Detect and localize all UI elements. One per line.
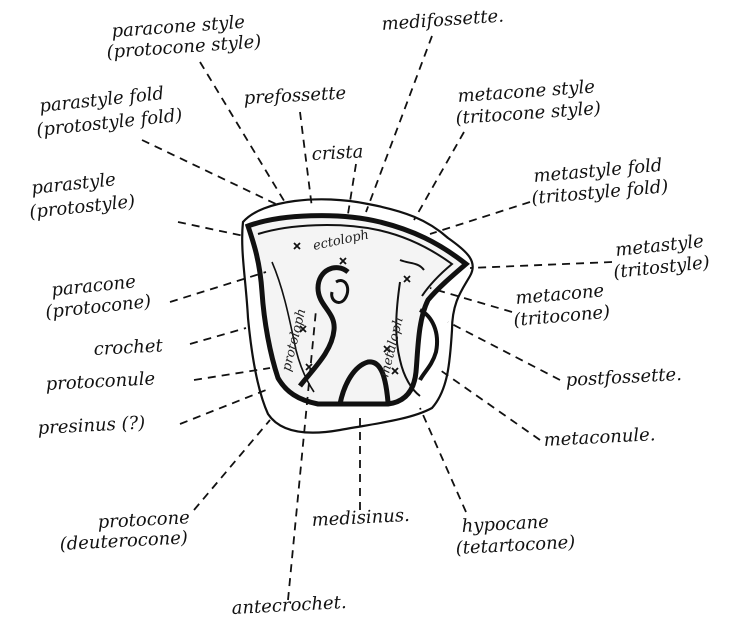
leader-line <box>300 112 312 208</box>
leader-line <box>448 322 560 380</box>
leader-line <box>420 408 466 512</box>
leader-line <box>194 420 270 510</box>
label-prefossette: prefossette <box>243 83 346 109</box>
label-crochet: crochet <box>93 335 164 360</box>
leader-line <box>414 132 464 220</box>
leader-line <box>178 222 244 236</box>
label-medisinus: medisinus. <box>311 505 410 531</box>
label-crista: crista <box>311 141 364 165</box>
label-antecrochet: antecrochet. <box>231 592 347 619</box>
label-medifossette: medifossette. <box>381 5 505 34</box>
label-metaconule: metaconule. <box>543 424 656 451</box>
leader-line <box>142 140 280 206</box>
label-deuterocone: (deuterocone) <box>59 527 188 555</box>
tooth-drawing: ectoloph protoloph metaloph <box>242 199 473 432</box>
leader-line <box>200 62 286 204</box>
leader-line <box>366 36 432 212</box>
label-postfossette: postfossette. <box>565 364 682 391</box>
leader-line <box>190 328 246 344</box>
label-protoconule: protoconule <box>45 368 155 395</box>
leader-line <box>440 370 540 440</box>
leader-line <box>470 262 612 268</box>
leader-line <box>430 202 530 234</box>
label-presinus: presinus (?) <box>37 412 146 439</box>
leader-line <box>180 390 266 424</box>
